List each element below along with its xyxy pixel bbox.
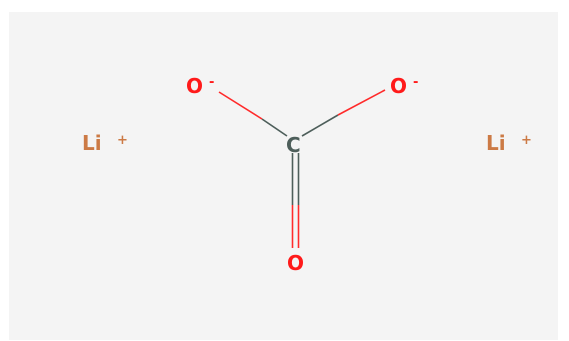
atom-li-left-symbol: Li (82, 131, 102, 155)
atom-li-left-charge: + (117, 133, 128, 148)
bond-c-o-double (291, 153, 300, 248)
atom-o-bottom-symbol: O (287, 251, 304, 275)
atom-c-center-symbol: C (286, 133, 301, 157)
atom-o-right-symbol: O (390, 74, 407, 98)
atom-o-bottom: O (287, 251, 304, 275)
atom-c-center: C (286, 133, 301, 157)
diagram-background (9, 12, 558, 340)
atom-o-left-charge: - (209, 75, 214, 90)
atom-o-right: O - (390, 74, 418, 98)
atom-li-left: Li + (82, 131, 128, 155)
atom-li-right: Li + (486, 131, 532, 155)
bond-c-o-left (218, 91, 288, 137)
atom-li-right-charge: + (521, 133, 532, 148)
atom-o-left-symbol: O (186, 74, 203, 98)
atom-o-left: O - (186, 74, 214, 98)
bond-c-o-right (301, 89, 386, 137)
atom-o-right-charge: - (413, 75, 418, 90)
atom-li-right-symbol: Li (486, 131, 506, 155)
